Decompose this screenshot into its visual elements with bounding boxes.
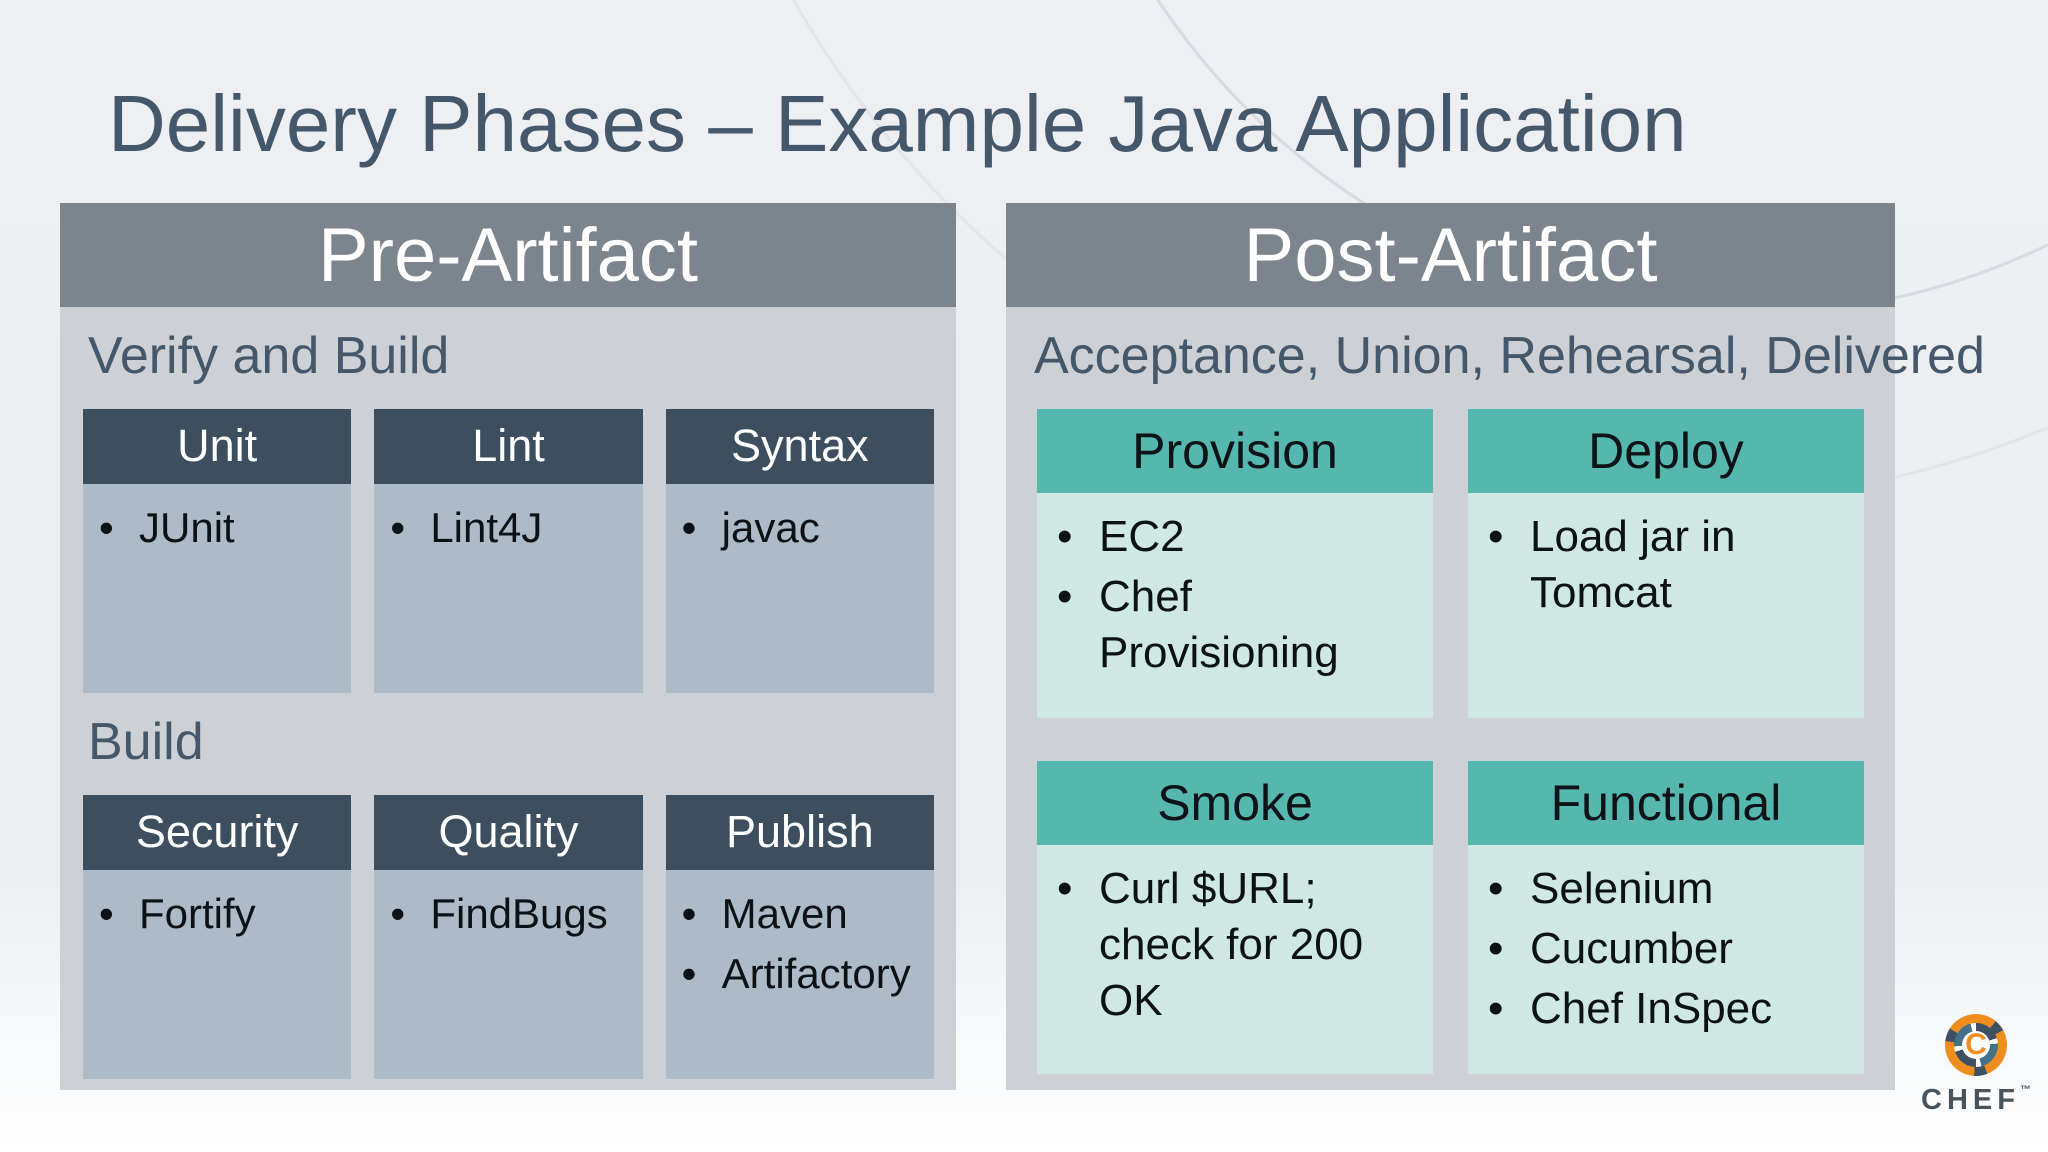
chef-logo-icon: C: [1945, 1014, 2007, 1076]
card-quality-body: FindBugs: [374, 869, 643, 1079]
chef-logo-monogram: C: [1965, 1028, 1987, 1061]
list-item: javac: [666, 500, 928, 556]
panel-post-artifact-title: Post-Artifact: [1006, 203, 1895, 307]
panel-post-artifact: Post-Artifact Acceptance, Union, Rehears…: [1006, 203, 1985, 1090]
card-publish-title: Publish: [665, 794, 934, 870]
card-provision-body: EC2 Chef Provisioning: [1037, 492, 1433, 718]
chef-logo-inner-disc: [1962, 1031, 1990, 1059]
list-item: Maven: [666, 886, 928, 942]
panel-pre-artifact-body: Verify and Build Unit JUnit Lint Lint4J: [60, 307, 956, 1090]
chef-brand-text: CHEF: [1921, 1084, 2020, 1116]
card-unit-body: JUnit: [83, 483, 352, 693]
chef-logo: C CHEF™: [1916, 1014, 2036, 1117]
list-item: Cucumber: [1468, 921, 1822, 977]
card-syntax-title: Syntax: [665, 408, 934, 484]
list-item: Curl $URL; check for 200 OK: [1037, 861, 1391, 1029]
card-security-title: Security: [83, 794, 352, 870]
card-smoke: Smoke Curl $URL; check for 200 OK: [1037, 760, 1433, 1074]
card-smoke-body: Curl $URL; check for 200 OK: [1037, 844, 1433, 1074]
card-unit-title: Unit: [83, 408, 352, 484]
card-provision: Provision EC2 Chef Provisioning: [1037, 408, 1433, 718]
card-deploy: Deploy Load jar in Tomcat: [1468, 408, 1864, 718]
card-deploy-body: Load jar in Tomcat: [1468, 492, 1864, 718]
card-deploy-title: Deploy: [1468, 408, 1864, 493]
card-quality: Quality FindBugs: [374, 794, 643, 1079]
card-row: Provision EC2 Chef Provisioning Deploy L…: [1037, 408, 1864, 718]
list-item: JUnit: [83, 500, 345, 556]
card-syntax-body: javac: [665, 483, 934, 693]
card-row: Security Fortify Quality FindBugs: [83, 794, 934, 1079]
card-functional: Functional Selenium Cucumber Chef InSpec: [1468, 760, 1864, 1074]
card-security: Security Fortify: [83, 794, 352, 1079]
card-functional-body: Selenium Cucumber Chef InSpec: [1468, 844, 1864, 1074]
list-item: Selenium: [1468, 861, 1822, 917]
slide-title: Delivery Phases – Example Java Applicati…: [108, 79, 1687, 168]
list-item: Chef Provisioning: [1037, 569, 1391, 681]
card-smoke-title: Smoke: [1037, 760, 1433, 845]
card-row: Unit JUnit Lint Lint4J: [83, 408, 934, 693]
list-item: FindBugs: [374, 886, 636, 942]
card-provision-title: Provision: [1037, 408, 1433, 493]
list-item: Load jar in Tomcat: [1468, 509, 1822, 621]
card-security-body: Fortify: [83, 869, 352, 1079]
card-syntax: Syntax javac: [665, 408, 934, 693]
panel-post-artifact-body: Acceptance, Union, Rehearsal, Delivered …: [1006, 307, 1985, 1090]
panel-pre-artifact: Pre-Artifact Verify and Build Unit JUnit…: [60, 203, 956, 1090]
card-lint-body: Lint4J: [374, 483, 643, 693]
card-quality-title: Quality: [374, 794, 643, 870]
panel-pre-artifact-title: Pre-Artifact: [60, 203, 956, 307]
list-item: Lint4J: [374, 500, 636, 556]
chef-wordmark: CHEF™: [1916, 1084, 2036, 1117]
trademark-symbol: ™: [2019, 1084, 2031, 1096]
card-publish: Publish Maven Artifactory: [665, 794, 934, 1079]
section-label-build: Build: [88, 712, 204, 771]
card-functional-title: Functional: [1468, 760, 1864, 845]
card-row: Smoke Curl $URL; check for 200 OK Functi…: [1037, 760, 1864, 1074]
section-label-acceptance: Acceptance, Union, Rehearsal, Delivered: [1034, 327, 1985, 385]
card-unit: Unit JUnit: [83, 408, 352, 693]
card-lint: Lint Lint4J: [374, 408, 643, 693]
list-item: Artifactory: [666, 946, 928, 1002]
card-publish-body: Maven Artifactory: [665, 869, 934, 1079]
list-item: EC2: [1037, 509, 1391, 565]
list-item: Fortify: [83, 886, 345, 942]
section-label-verify-and-build: Verify and Build: [88, 327, 450, 385]
list-item: Chef InSpec: [1468, 981, 1822, 1037]
card-lint-title: Lint: [374, 408, 643, 484]
